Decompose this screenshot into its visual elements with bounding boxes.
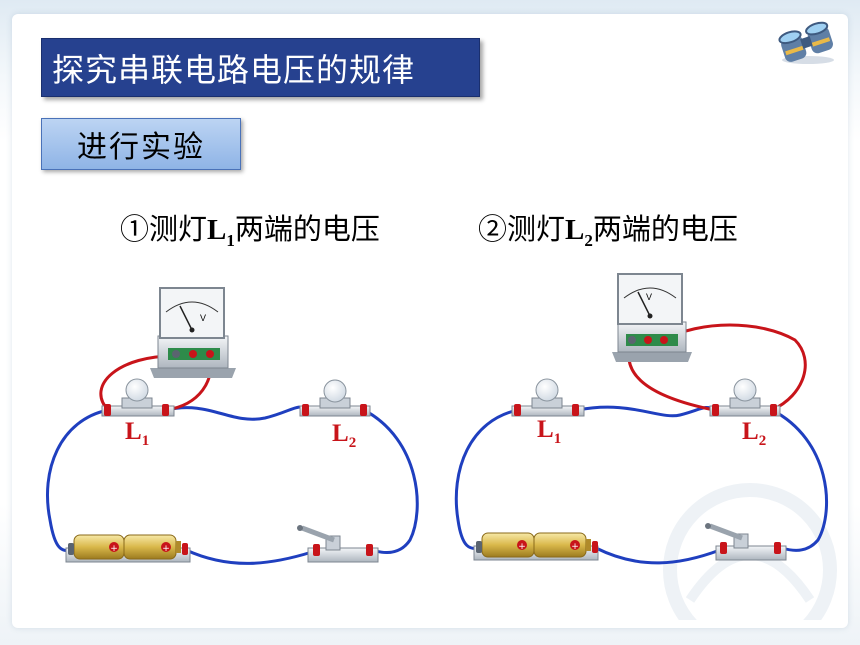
section-label: 进行实验 [77, 130, 205, 165]
label-l1-left: L1 [125, 418, 149, 450]
slide-title-box: 探究串联电路电压的规律 [41, 38, 480, 97]
voltmeter-unit: V [200, 313, 206, 323]
voltmeter-right: V [612, 273, 692, 362]
wire-blue [185, 548, 313, 565]
label-sub: 2 [348, 435, 357, 451]
label-letter: L [742, 418, 759, 445]
wire-blue [165, 405, 308, 421]
lamp-l2-right [709, 378, 781, 417]
battery-plus: + [571, 542, 579, 552]
circuit-right: V + + [454, 273, 828, 565]
wire-blue [577, 405, 715, 418]
label-l1-right: L1 [537, 416, 561, 448]
lamp-l1-right [511, 378, 585, 417]
battery-left: + + [65, 534, 191, 563]
label-l2-left: L2 [332, 420, 356, 452]
lamp-l2-left [299, 379, 371, 417]
wire-blue [46, 408, 109, 553]
battery-plus: + [110, 544, 118, 554]
caption-lamp: L [207, 214, 227, 246]
caption-measure-l1: ①测灯L1两端的电压 [120, 206, 380, 251]
label-letter: L [332, 420, 349, 447]
slide-title: 探究串联电路电压的规律 [52, 50, 416, 89]
label-letter: L [537, 416, 554, 443]
label-l2-right: L2 [742, 418, 766, 450]
caption-prefix: ②测灯 [478, 212, 566, 246]
caption-prefix: ①测灯 [120, 212, 208, 246]
voltmeter-left: V [150, 287, 236, 378]
caption-lamp: L [565, 214, 585, 246]
battery-right: + + [473, 532, 599, 561]
wire-blue [595, 546, 721, 565]
label-sub: 1 [553, 431, 562, 447]
circuit-left: V + + [46, 287, 419, 565]
caption-measure-l2: ②测灯L2两端的电压 [478, 206, 738, 251]
wire-blue [454, 408, 519, 551]
binoculars-icon [778, 21, 834, 64]
caption-sub: 1 [226, 230, 235, 250]
lamp-l1-left [101, 378, 175, 417]
wire-blue [363, 408, 419, 555]
label-sub: 2 [758, 433, 767, 449]
switch-left [297, 525, 379, 563]
caption-sub: 2 [584, 230, 593, 250]
battery-plus: + [162, 544, 170, 554]
caption-suffix: 两端的电压 [234, 212, 380, 246]
label-sub: 1 [141, 433, 150, 449]
label-letter: L [125, 418, 142, 445]
voltmeter-unit: V [646, 292, 652, 302]
wire-red [663, 323, 807, 412]
section-button[interactable]: 进行实验 [41, 118, 241, 170]
switch-right [705, 523, 787, 561]
caption-suffix: 两端的电压 [592, 212, 738, 246]
battery-plus: + [518, 542, 526, 552]
wire-blue [771, 408, 828, 552]
